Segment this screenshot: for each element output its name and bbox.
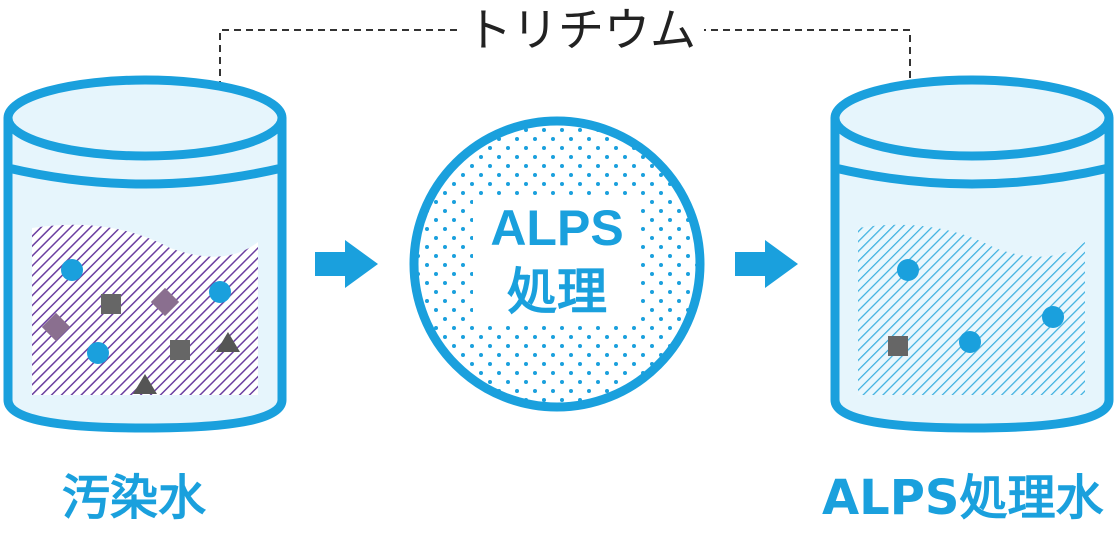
tritium-label: トリチウム [458, 0, 704, 60]
contaminated-water-jar-icon [3, 75, 287, 433]
blue-particle [1042, 306, 1064, 328]
gray-square-particle [170, 340, 190, 360]
treated-water-jar-icon [830, 75, 1114, 433]
gray-square-particle [888, 336, 908, 356]
gray-triangle-particle [133, 374, 157, 394]
right-arrow-icon [315, 240, 378, 288]
blue-particle [61, 259, 83, 281]
alps-label: ALPS [490, 200, 624, 256]
tritium-particle [897, 259, 919, 281]
blue-particle [87, 342, 109, 364]
gray-triangle-particle [216, 332, 240, 352]
tritium-particle [209, 281, 231, 303]
treated-water-label: ALPS処理水 [822, 470, 1104, 526]
treatment-label: 処理 [507, 263, 607, 321]
right-arrow-icon [735, 240, 798, 288]
alps-filter-circle-icon [409, 116, 705, 412]
gray-square-particle [101, 294, 121, 314]
contaminated-water-label: 汚染水 [62, 470, 207, 526]
blue-particle [959, 331, 981, 353]
